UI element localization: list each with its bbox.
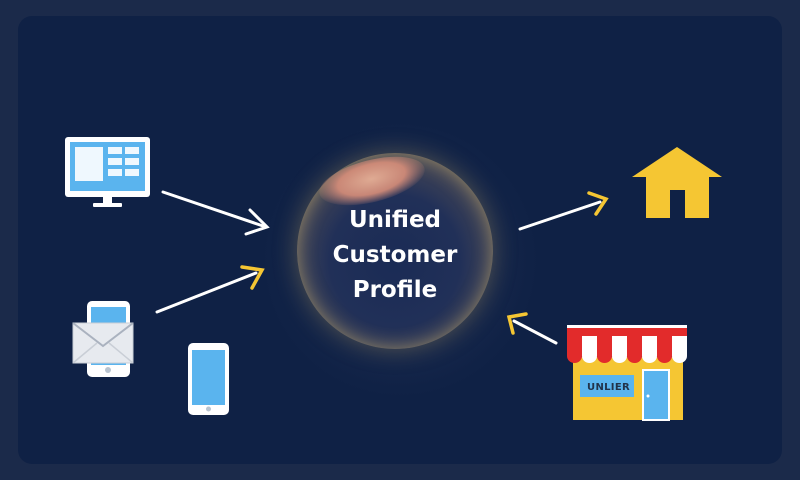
hub-label-line-1: Unified — [348, 207, 442, 233]
hub-label-line-2: Customer — [332, 242, 458, 268]
arrow-desktop-to-hub — [161, 190, 270, 236]
hub-label: Unified Customer Profile — [297, 203, 493, 308]
storefront-icon — [567, 325, 687, 421]
email-envelope-icon — [72, 322, 134, 364]
hub-label-line-3: Profile — [352, 277, 438, 303]
arrow-hub-to-home — [518, 191, 609, 231]
smartphone-icon — [188, 343, 229, 415]
house-icon — [632, 147, 722, 218]
desktop-monitor-icon — [65, 137, 150, 207]
arrow-store-to-hub — [506, 312, 558, 345]
storefront-sign: UNLIER — [587, 382, 630, 393]
arrow-email-to-hub — [155, 265, 265, 314]
